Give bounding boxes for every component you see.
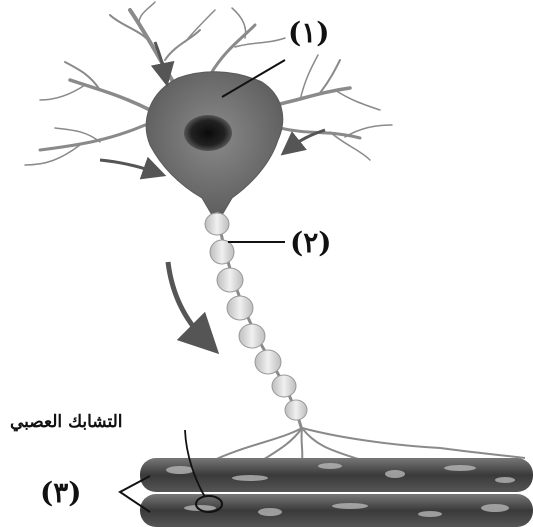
label-part-1: (١): [288, 16, 330, 49]
myelin-segment: [210, 240, 234, 264]
arrow-icon: [168, 262, 205, 340]
nucleus: [184, 115, 232, 151]
myelin-segment: [205, 213, 229, 235]
myelin-segment: [255, 350, 281, 374]
arrow-icon: [100, 160, 155, 172]
arrow-icon: [155, 42, 165, 75]
myelin-segment: [227, 296, 253, 320]
muscle-fibers: [140, 458, 533, 527]
myelin-segment: [217, 268, 243, 292]
myelin-segment: [239, 324, 265, 348]
myelin-segment: [272, 375, 296, 397]
label-part-2: (٢): [290, 226, 332, 259]
synapse-label: التشابك العصبي: [10, 412, 123, 432]
myelin-segment: [285, 400, 307, 420]
label-part-3: (٣): [40, 476, 82, 509]
